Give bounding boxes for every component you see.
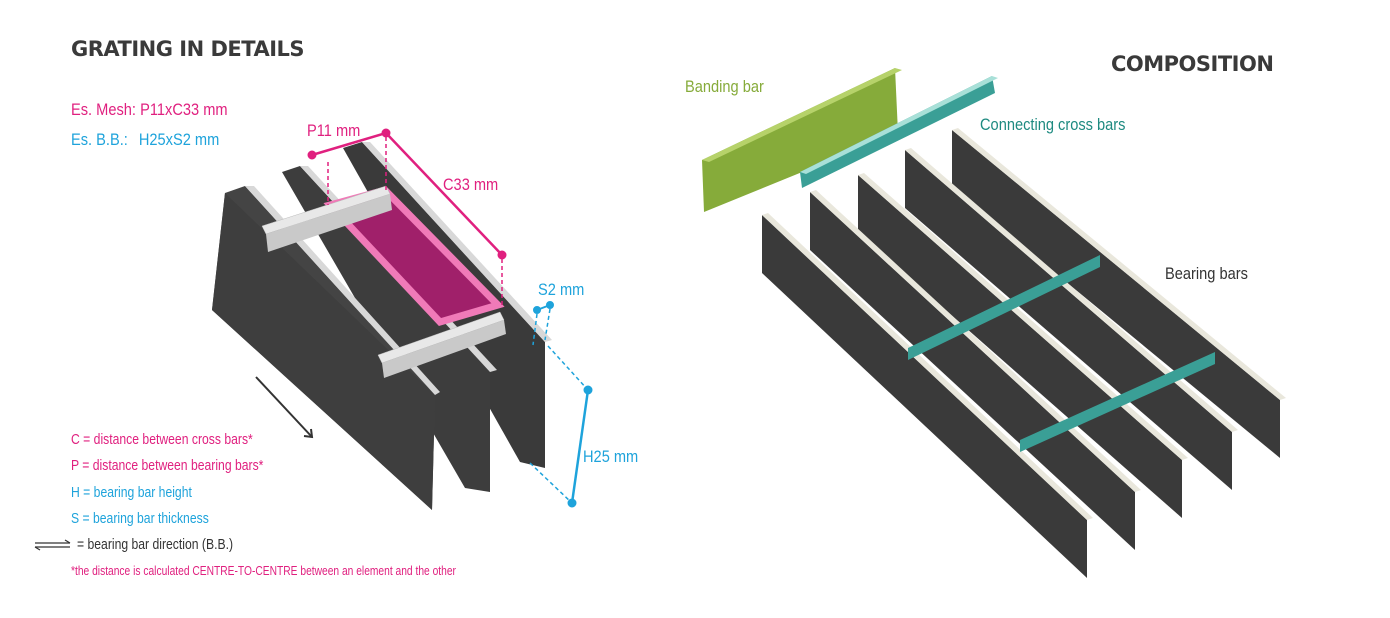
mesh-cell — [330, 190, 498, 322]
cross-bar-top — [261, 185, 392, 252]
connecting-cross-bars-label: Connecting cross bars — [980, 115, 1126, 134]
connecting-bar-top-shape — [800, 76, 998, 188]
banding-bar-label: Banding bar — [685, 77, 764, 96]
bearing-bars-shapes — [762, 128, 1286, 578]
left-title: GRATING IN DETAILS — [71, 37, 305, 61]
s-dimension-label: S2 mm — [538, 280, 585, 299]
h-dimension-label: H25 mm — [583, 447, 639, 466]
legend-c: C = distance between cross bars* — [71, 432, 253, 448]
p-dimension — [307, 128, 391, 205]
legend-h: H = bearing bar height — [71, 485, 192, 501]
cross-bar-bottom — [377, 311, 506, 378]
example-mesh-value: P11xC33 mm — [140, 100, 228, 119]
legend-p: P = distance between bearing bars* — [71, 458, 264, 474]
bearing-bar-4 — [810, 190, 1141, 550]
bearing-bar-5 — [762, 213, 1093, 578]
example-mesh-label: Es. Mesh: — [71, 100, 137, 119]
c-dimension — [385, 132, 507, 305]
bearing-bar-2 — [905, 148, 1238, 490]
example-bb-value: H25xS2 mm — [138, 130, 220, 149]
connecting-cross-bar-2 — [1020, 352, 1215, 452]
example-bb: Es. B.B.: H25xS2 mm — [71, 130, 219, 150]
right-title: COMPOSITION — [1111, 52, 1274, 76]
bearing-bars-label: Bearing bars — [1165, 264, 1248, 283]
c-dimension-label: C33 mm — [443, 175, 499, 194]
legend-arrow-icon — [34, 539, 71, 551]
p-dimension-label: P11 mm — [307, 121, 361, 140]
bearing-bar-3 — [858, 173, 1188, 518]
h-dimension — [529, 345, 593, 508]
legend-s: S = bearing bar thickness — [71, 511, 209, 527]
cross-bars-shapes — [908, 255, 1215, 452]
legend-direction: = bearing bar direction (B.B.) — [77, 537, 234, 553]
example-bb-label: Es. B.B.: — [71, 130, 128, 149]
bearing-direction-arrow — [255, 376, 314, 439]
bearing-bar-1 — [952, 128, 1286, 458]
connecting-cross-bar-1 — [908, 255, 1100, 360]
footnote: *the distance is calculated CENTRE-TO-CE… — [71, 564, 456, 578]
example-mesh: Es. Mesh: P11xC33 mm — [71, 100, 228, 120]
s-dimension — [532, 301, 554, 346]
banding-bar-shape — [702, 68, 902, 212]
